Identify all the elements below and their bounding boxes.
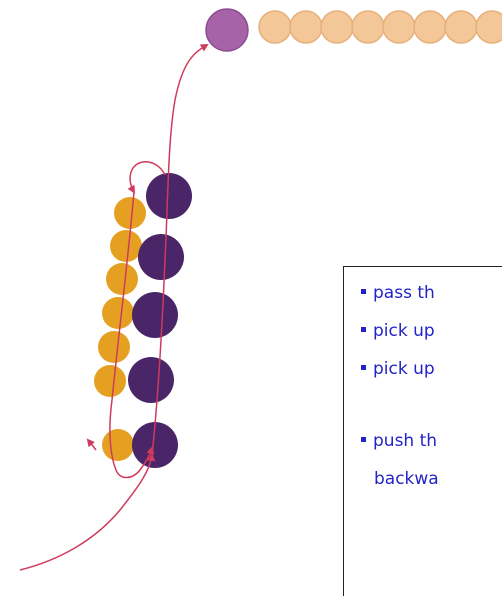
pale-bead bbox=[444, 10, 478, 44]
gold-bead bbox=[106, 263, 138, 295]
dark-bead bbox=[138, 234, 184, 280]
thread-down-gold bbox=[109, 191, 135, 471]
dark-bead bbox=[146, 173, 192, 219]
bullet-icon bbox=[361, 288, 366, 294]
thread-bottom-arrow bbox=[86, 438, 97, 451]
gold-bead bbox=[94, 365, 126, 397]
gold-bead bbox=[114, 197, 146, 229]
instruction-text: pick up bbox=[373, 359, 435, 379]
instruction-item-pass: pass th bbox=[361, 281, 435, 305]
pale-bead bbox=[320, 10, 354, 44]
gold-bead bbox=[110, 230, 142, 262]
gold-bead-column bbox=[94, 197, 146, 461]
thread-top-loop bbox=[127, 161, 166, 194]
instruction-text: pick up bbox=[373, 321, 435, 341]
thread-path bbox=[19, 43, 209, 571]
pale-bead bbox=[382, 10, 416, 44]
thread-bottom-loop bbox=[115, 446, 155, 479]
dark-bead bbox=[128, 357, 174, 403]
instruction-item-pick-up-1: pick up bbox=[361, 319, 435, 343]
dark-bead bbox=[132, 422, 178, 468]
instruction-text: pass th bbox=[373, 283, 435, 303]
pale-bead bbox=[413, 10, 447, 44]
pale-bead bbox=[475, 10, 502, 44]
instruction-item-push: push th bbox=[361, 429, 437, 453]
pale-bead bbox=[351, 10, 385, 44]
dark-bead-column bbox=[128, 173, 192, 468]
gold-bead bbox=[102, 297, 134, 329]
bullet-icon bbox=[361, 364, 366, 370]
pale-bead bbox=[258, 10, 292, 44]
violet-bead bbox=[205, 8, 249, 52]
pale-bead bbox=[289, 10, 323, 44]
bullet-icon bbox=[361, 326, 366, 332]
beading-diagram bbox=[19, 8, 502, 571]
bullet-icon bbox=[361, 436, 366, 442]
thread-upward bbox=[151, 43, 209, 456]
instruction-text: push th bbox=[373, 431, 438, 451]
dark-bead bbox=[132, 292, 178, 338]
gold-bead bbox=[98, 331, 130, 363]
instruction-continuation: backwa bbox=[374, 467, 439, 491]
instruction-item-pick-up-2: pick up bbox=[361, 357, 435, 381]
instruction-continuation-text: backwa bbox=[374, 469, 439, 489]
gold-bead bbox=[102, 429, 134, 461]
thread-tail bbox=[19, 453, 156, 571]
pale-bead-strand bbox=[258, 10, 502, 44]
instructions-box: pass th pick up pick up push th backwa bbox=[343, 266, 502, 596]
